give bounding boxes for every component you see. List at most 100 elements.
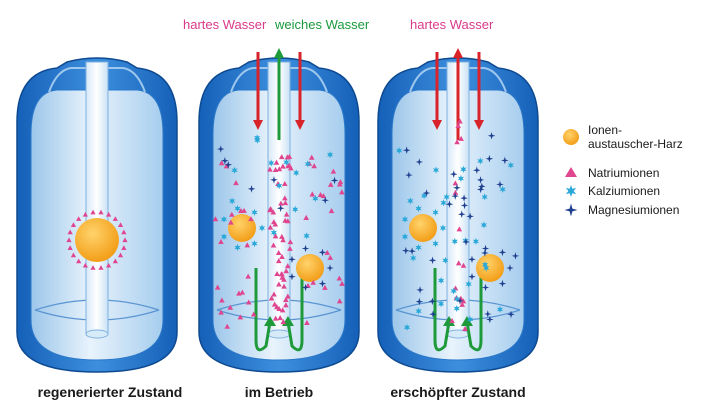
- sodium-ion: [82, 262, 88, 268]
- hard-water-arrow-head: [253, 120, 263, 130]
- calcium-ion: [437, 276, 445, 285]
- sodium-ion: [277, 315, 283, 321]
- magnesium-ion: [468, 255, 476, 264]
- magnesium-ion: [498, 279, 507, 288]
- sodium-ion: [327, 181, 334, 187]
- sodium-ion: [272, 233, 279, 239]
- tank-label-regenerated: regenerierter Zustand: [38, 384, 183, 400]
- sodium-ion: [212, 216, 219, 222]
- sodium-ion: [286, 153, 293, 159]
- sodium-ion: [106, 262, 112, 268]
- sodium-ion: [66, 237, 72, 243]
- magnesium-ion: [402, 246, 410, 255]
- calcium-ion: [467, 315, 474, 323]
- resin-circle-icon: [563, 129, 579, 145]
- magnesium-ion: [422, 189, 431, 197]
- tank-in-operation: [198, 48, 360, 373]
- sodium-ion: [336, 275, 343, 281]
- calcium-ion: [293, 169, 300, 177]
- calcium-ion: [499, 185, 506, 193]
- magnesium-ion: [501, 156, 509, 165]
- sodium-ion: [304, 319, 310, 325]
- calcium-ion: [450, 287, 457, 295]
- sodium-ion: [273, 159, 280, 165]
- sodium-ion: [238, 207, 244, 214]
- magnesium-ion: [481, 244, 490, 253]
- sodium-ion: [311, 163, 317, 169]
- magnesium-ion: [466, 212, 474, 221]
- magnesium-ion: [408, 247, 416, 255]
- magnesium-ion: [478, 182, 486, 191]
- sodium-ion: [278, 154, 285, 160]
- legend-magnesium-label: Magnesiumionen: [588, 203, 679, 217]
- calcium-ion: [451, 237, 458, 245]
- sodium-ion: [218, 309, 224, 315]
- sodium-ion: [460, 262, 467, 268]
- magnesium-ion: [450, 170, 458, 178]
- sodium-ion: [233, 180, 239, 186]
- sodium-ion: [337, 179, 344, 185]
- sodium-ion: [239, 289, 246, 295]
- sodium-ion: [229, 211, 235, 217]
- resin-bead: [296, 254, 324, 282]
- magnesium-ion: [476, 185, 485, 194]
- sodium-ion: [282, 200, 289, 206]
- flow-path-right-head: [461, 316, 473, 326]
- sodium-ion: [274, 270, 280, 276]
- magnesium-ion: [321, 196, 329, 205]
- sodium-ion: [284, 263, 291, 269]
- calcium-ion: [251, 240, 258, 248]
- sodium-ion: [67, 245, 73, 250]
- sodium-ion: [309, 191, 316, 197]
- sodium-ion: [449, 317, 455, 324]
- magnesium-ion: [476, 176, 485, 184]
- tank-regenerated: [16, 57, 178, 373]
- legend-resin-label: Ionen-: [588, 123, 622, 137]
- hard-water-label-exhausted: hartes Wasser: [410, 17, 494, 32]
- magnesium-ion: [481, 283, 490, 292]
- sodium-ion: [70, 252, 77, 258]
- tank-label-in-operation: im Betrieb: [245, 384, 313, 400]
- magnesium-ion: [221, 157, 229, 165]
- calcium-ion: [477, 157, 484, 165]
- sodium-ion: [121, 229, 127, 235]
- calcium-ion: [432, 166, 440, 174]
- sodium-ion: [270, 242, 277, 248]
- calcium-ion: [442, 256, 449, 264]
- sodium-ion: [459, 301, 466, 307]
- sodium-ion: [284, 218, 291, 224]
- calcium-ion: [268, 159, 275, 167]
- sodium-ion: [324, 249, 331, 255]
- sodium-ion: [219, 297, 225, 303]
- sodium-ion: [245, 299, 252, 305]
- flow-path-left: [433, 268, 451, 352]
- legend-calcium-label: Kalziumionen: [588, 184, 660, 198]
- calcium-ion: [437, 300, 445, 308]
- calcium-ion: [439, 224, 447, 232]
- magnesium-ion: [453, 184, 461, 192]
- calcium-ion: [254, 134, 261, 142]
- tank-exhausted: [377, 48, 539, 373]
- sodium-ion: [270, 209, 277, 215]
- sodium-ion: [117, 252, 124, 258]
- calcium-ion: [481, 193, 488, 201]
- sodium-ion: [271, 291, 277, 297]
- diamond-star-icon-shape: [564, 203, 578, 217]
- calcium-ion: [234, 204, 241, 213]
- magnesium-ion: [217, 145, 225, 153]
- calcium-ion: [432, 208, 439, 216]
- calcium-ion: [292, 205, 299, 213]
- sodium-ion: [267, 224, 274, 230]
- resin-bead: [75, 218, 119, 262]
- flow-path-right: [286, 268, 304, 352]
- sodium-ion: [336, 298, 343, 304]
- magnesium-ion: [511, 252, 520, 260]
- sodium-ion: [267, 206, 274, 212]
- sodium-ion: [248, 216, 254, 222]
- magnesium-ion: [288, 272, 296, 281]
- calcium-ion: [283, 158, 290, 166]
- sodium-ion: [322, 284, 328, 290]
- magnesium-ion: [485, 154, 494, 163]
- magnesium-ion: [301, 283, 310, 292]
